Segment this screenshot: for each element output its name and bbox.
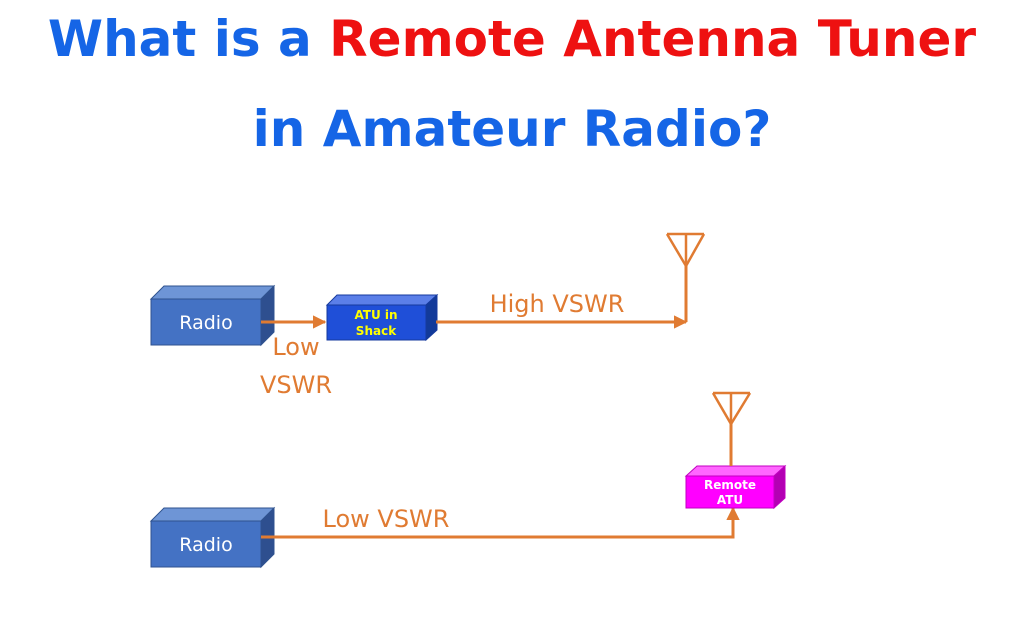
top-low-vswr-label-line-1: Low [272, 333, 319, 361]
title-part-remote-antenna-tuner: Remote Antenna Tuner [329, 10, 977, 68]
title-line-2: in Amateur Radio? [252, 100, 772, 158]
remote-atu-antenna-icon [711, 391, 752, 466]
top-antenna-icon [665, 232, 706, 322]
bottom-wire-radio-to-remote-atu [261, 506, 740, 539]
top-low-vswr-label-line-2: VSWR [260, 371, 332, 399]
atu-in-shack-box: ATU in Shack [325, 293, 439, 342]
top-high-vswr-label: High VSWR [490, 290, 625, 318]
title-part-what-is-a: What is a [47, 10, 330, 68]
top-radio-label: Radio [179, 312, 232, 334]
remote-atu-box: Remote ATU [684, 464, 787, 510]
bottom-radio-box: Radio [149, 506, 276, 569]
title-line-1: What is a Remote Antenna Tuner [0, 14, 1024, 64]
bottom-low-vswr-label: Low VSWR [323, 505, 450, 533]
remote-atu-label-line-2: ATU [717, 493, 743, 507]
atu-in-shack-label-line-2: Shack [356, 324, 397, 338]
bottom-radio-label: Radio [179, 534, 232, 556]
top-radio-box: Radio [149, 284, 276, 347]
atu-in-shack-label-line-1: ATU in [354, 308, 397, 322]
remote-atu-label-line-1: Remote [704, 478, 756, 492]
